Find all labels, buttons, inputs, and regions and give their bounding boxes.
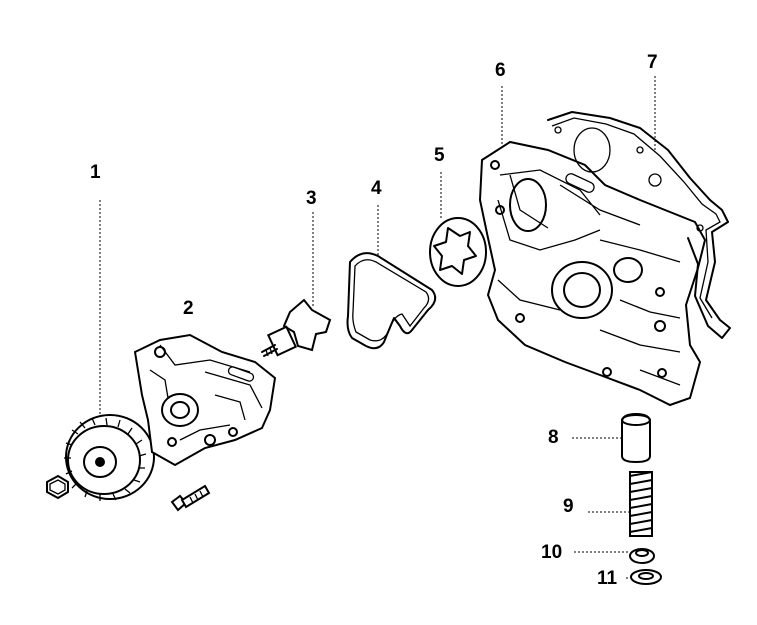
leader-lines [99,76,656,579]
cover-gasket-icon [547,111,731,339]
snap-ring-icon [630,569,662,585]
callout-11: 11 [597,568,618,589]
bolt-icon [170,484,211,512]
callout-2: 2 [183,298,194,319]
retainer-icon [629,548,655,564]
rotor-shaft-icon [261,298,332,357]
timing-gear-icon [64,414,155,501]
front-cover-icon [478,140,707,407]
callout-4: 4 [371,178,382,199]
callout-5: 5 [434,145,445,166]
spring-icon [629,471,653,537]
callout-9: 9 [563,496,574,517]
pump-housing-icon [133,333,277,467]
callout-8: 8 [548,427,559,448]
gasket-icon [346,252,437,350]
callout-10: 10 [541,542,563,563]
callout-3: 3 [306,188,317,209]
callout-7: 7 [647,52,658,73]
relief-valve-icon [621,412,651,464]
callout-1: 1 [90,162,101,183]
callout-6: 6 [495,60,506,81]
outer-rotor-icon [429,217,487,287]
nut-icon [46,474,69,500]
